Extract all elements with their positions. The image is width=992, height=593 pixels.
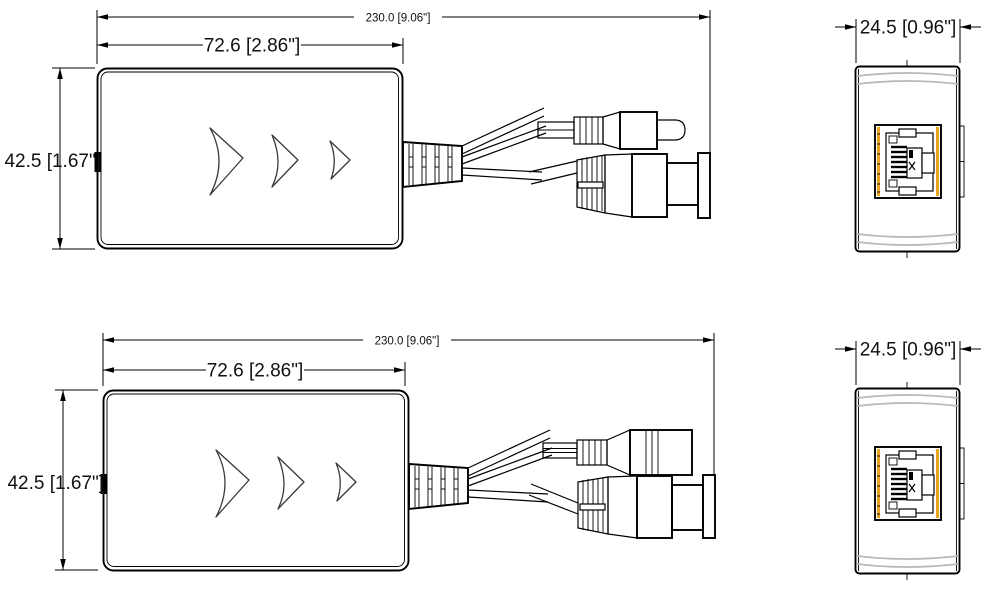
bottom-dimensions: 230.0 [9.06"] 72.6 [2.86"] 42.5 [1.67"] bbox=[7, 333, 715, 571]
bottom-end-dimensions: 24.5 [0.96"] bbox=[835, 340, 981, 385]
top-end-view bbox=[854, 58, 966, 260]
bnc-flange bbox=[697, 152, 711, 219]
bottom-assembly-end-view: 24.5 [0.96"] bbox=[835, 340, 981, 582]
bottom-assembly-side-view: 230.0 [9.06"] 72.6 [2.86"] 42.5 [1.67"] bbox=[7, 333, 716, 572]
bottom-bnc-connector bbox=[528, 474, 716, 539]
top-height-label: 42.5 [1.67"] bbox=[4, 151, 101, 172]
top-end-dimensions: 24.5 [0.96"] bbox=[835, 18, 981, 63]
top-balun-body bbox=[93, 67, 547, 250]
bottom-end-width-label: 24.5 [0.96"] bbox=[860, 340, 957, 361]
bottom-total-length-label: 230.0 [9.06"] bbox=[375, 336, 440, 348]
top-dimensions: 230.0 [9.06"] 72.6 [2.86"] 42.5 [1.67"] bbox=[4, 10, 711, 250]
top-assembly-side-view: 230.0 [9.06"] 72.6 [2.86"] 42.5 [1.67"] bbox=[4, 10, 711, 250]
bottom-balun-body bbox=[99, 389, 553, 572]
top-bnc-connector bbox=[528, 152, 711, 219]
top-body-length-label: 72.6 [2.86"] bbox=[204, 36, 301, 57]
bnc-boot-slot bbox=[577, 181, 604, 189]
bnc-boot-slot bbox=[579, 503, 606, 511]
bottom-dc-jack bbox=[542, 429, 693, 476]
bnc-flange bbox=[702, 474, 716, 539]
bottom-end-view bbox=[854, 380, 966, 582]
top-dc-plug bbox=[537, 111, 686, 150]
dc-plug-barrel-tip bbox=[656, 119, 686, 141]
bottom-body-length-label: 72.6 [2.86"] bbox=[207, 361, 304, 382]
top-assembly-end-view: 24.5 [0.96"] bbox=[835, 18, 981, 260]
top-end-width-label: 24.5 [0.96"] bbox=[860, 18, 957, 39]
bottom-height-label: 42.5 [1.67"] bbox=[7, 473, 104, 494]
top-total-length-label: 230.0 [9.06"] bbox=[366, 13, 431, 25]
